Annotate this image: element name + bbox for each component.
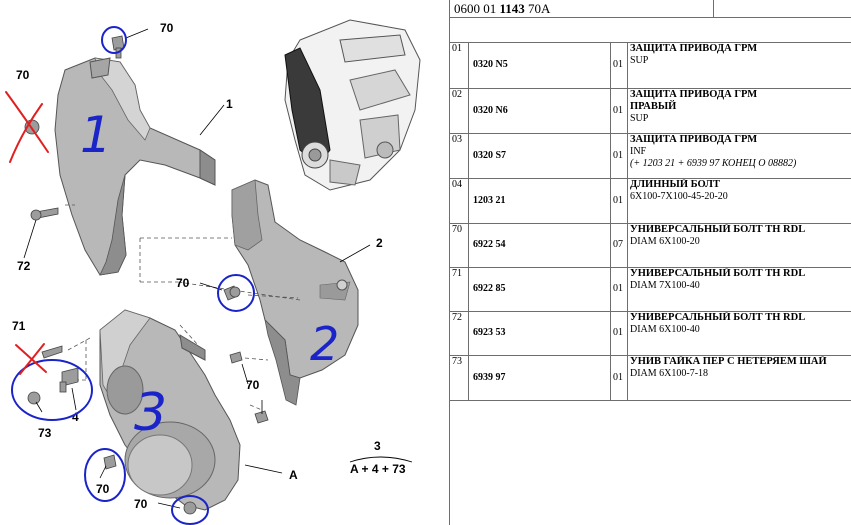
part-index: 73 [450, 354, 469, 401]
part-spec: 6X100-7X100-45-20-20 [630, 190, 728, 202]
part-quantity: 07 [610, 222, 628, 268]
part-spec: DIAM 7X100-40 [630, 279, 700, 291]
part-3-lower-cover [99, 309, 241, 511]
part-spec: SUP [630, 55, 649, 66]
part-code[interactable]: 6922 85 [468, 266, 611, 312]
part-quantity: 01 [610, 354, 628, 401]
part-index: 04 [450, 177, 469, 224]
part-note: (+ 1203 21 + 6939 97 КОНЕЦ О 08882) [630, 157, 797, 169]
part-index: 03 [450, 132, 469, 179]
callout-4: 4 [72, 410, 79, 424]
part-title-line2: ПРАВЫЙ [630, 100, 677, 112]
exploded-parts-diagram: 70 70 1 72 2 70 71 4 73 70 A 70 70 3 A +… [5, 19, 421, 525]
part-code[interactable]: 6922 54 [468, 222, 611, 268]
part-title: УНИВЕРСАЛЬНЫЙ БОЛТ TH RDL [630, 267, 806, 279]
part-spec: DIAM 6X100-20 [630, 235, 700, 247]
callout-71: 71 [12, 319, 26, 333]
handwritten-2: 2 [310, 317, 339, 371]
part-index: 02 [450, 87, 469, 134]
part-spec: DIAM 6X100-40 [630, 323, 700, 335]
part-title: ЗАЩИТА ПРИВОДА ГРМ [630, 43, 758, 54]
callout-73: 73 [38, 426, 52, 440]
part-quantity: 01 [610, 87, 628, 134]
callout-72: 72 [17, 259, 31, 273]
part-quantity: 01 [610, 132, 628, 179]
part-code[interactable]: 6939 97 [468, 354, 611, 401]
part-code[interactable]: 0320 S7 [468, 132, 611, 179]
part-title: УНИВ ГАЙКА ПЕР С НЕТЕРЯЕМ ШАЙ [630, 355, 827, 367]
part-title: ДЛИННЫЙ БОЛТ [630, 178, 720, 190]
header-spacer-row [450, 18, 851, 43]
kit-label-top: 3 [374, 439, 381, 453]
handwritten-3: 3 [134, 383, 167, 443]
part-index: 72 [450, 310, 469, 356]
part-code[interactable]: 0320 N6 [468, 87, 611, 134]
part-quantity: 01 [610, 177, 628, 224]
part-2-right-cover [231, 179, 359, 406]
part-spec: DIAM 6X100-7-18 [630, 367, 709, 379]
header-divider [713, 0, 714, 17]
callout-70-lower: 70 [246, 378, 260, 392]
leader-lines [23, 28, 371, 509]
part-quantity: 01 [610, 43, 628, 89]
part-title: УНИВЕРСАЛЬНЫЙ БОЛТ TH RDL [630, 223, 806, 235]
callout-70-mid: 70 [176, 276, 190, 290]
catalog-reference-header: 0600 01 1143 70A [450, 0, 851, 18]
handwritten-1: 1 [80, 106, 112, 164]
callout-2: 2 [376, 236, 383, 250]
part-index: 70 [450, 222, 469, 268]
callout-A: A [289, 468, 298, 482]
part-quantity: 01 [610, 310, 628, 356]
ref-suffix: 70A [528, 1, 551, 16]
diagram-canvas: 70 70 1 72 2 70 71 4 73 70 A 70 70 3 A +… [5, 19, 421, 525]
callout-1: 1 [226, 97, 233, 111]
catalog-reference: 0600 01 1143 70A [454, 0, 550, 17]
ref-prefix: 0600 01 [454, 1, 497, 16]
kit-label: 3 A + 4 + 73 [349, 439, 413, 476]
part-title: ЗАЩИТА ПРИВОДА ГРМ [630, 133, 758, 145]
part-spec: INF [630, 145, 647, 157]
kit-label-bottom: A + 4 + 73 [350, 462, 406, 476]
part-title: ЗАЩИТА ПРИВОДА ГРМ [630, 88, 758, 100]
part-title: УНИВЕРСАЛЬНЫЙ БОЛТ TH RDL [630, 311, 806, 323]
engine-thumbnail [284, 19, 421, 191]
part-code[interactable]: 6923 53 [468, 310, 611, 356]
red-crossouts [5, 91, 49, 375]
part-index: 01 [450, 43, 469, 89]
part-spec: SUP [630, 112, 649, 124]
part-index: 71 [450, 266, 469, 312]
callout-70-bottom: 70 [96, 482, 110, 496]
part-code[interactable]: 1203 21 [468, 177, 611, 224]
part-1-upper-cover [54, 57, 216, 276]
callout-70-top: 70 [160, 21, 174, 35]
callout-70-bottom-2: 70 [134, 497, 148, 511]
ref-bold: 1143 [499, 1, 525, 16]
part-quantity: 01 [610, 266, 628, 312]
handwritten-annotations [11, 26, 255, 525]
callout-70-left: 70 [16, 68, 30, 82]
part-code[interactable]: 0320 N5 [468, 43, 611, 89]
